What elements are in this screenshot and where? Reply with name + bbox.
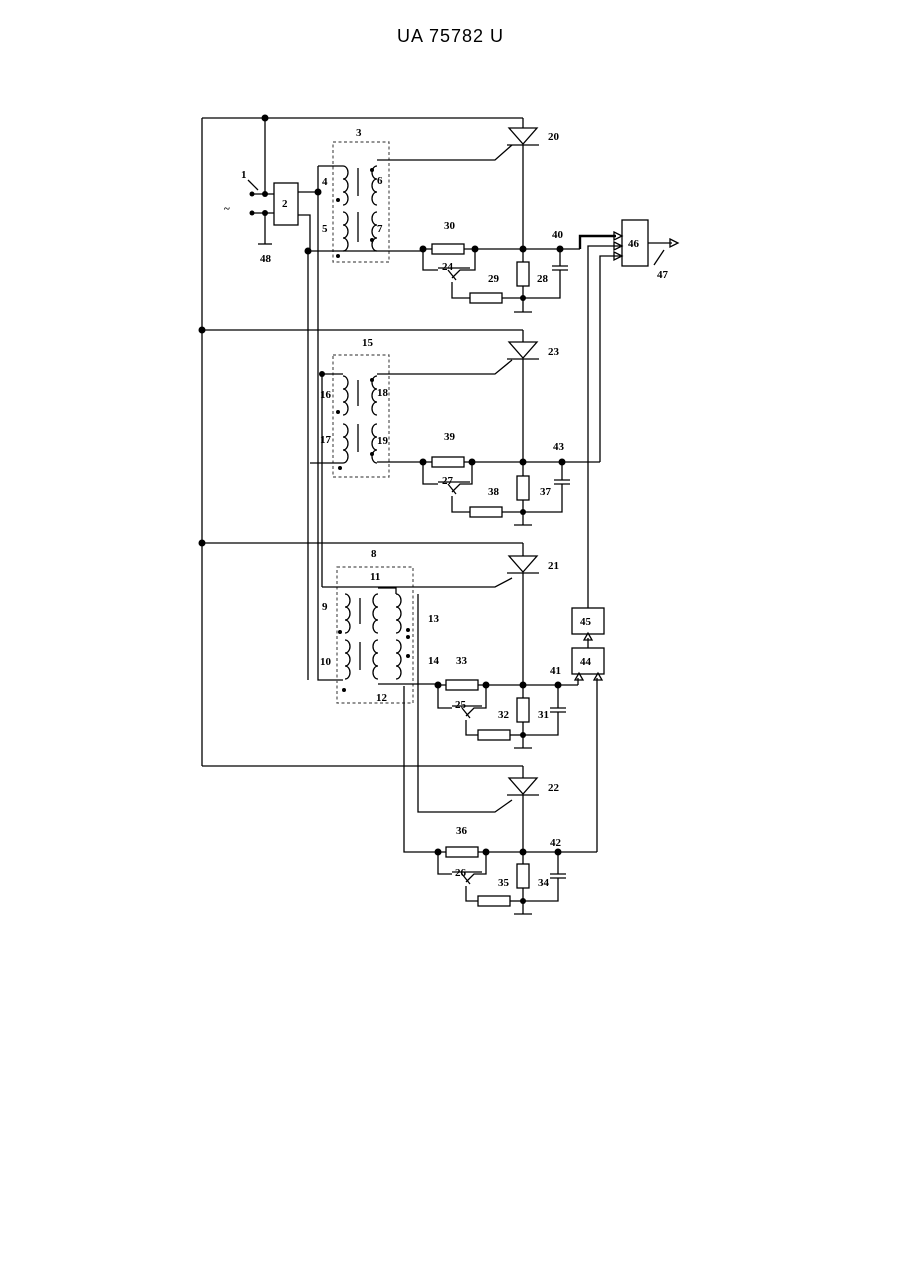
svg-text:4: 4 — [322, 176, 328, 188]
svg-text:48: 48 — [260, 253, 272, 265]
svg-text:12: 12 — [376, 692, 388, 704]
svg-text:33: 33 — [456, 655, 468, 667]
svg-text:6: 6 — [377, 175, 383, 187]
transformer-3: 3 4 5 6 7 — [308, 127, 512, 680]
channel-middle: 23 39 27 38 37 43 — [420, 330, 601, 525]
svg-text:15: 15 — [362, 337, 374, 349]
svg-text:20: 20 — [548, 131, 560, 143]
svg-text:34: 34 — [538, 877, 550, 889]
svg-text:18: 18 — [377, 387, 389, 399]
svg-text:21: 21 — [548, 560, 559, 572]
svg-text:42: 42 — [550, 837, 562, 849]
svg-text:25: 25 — [455, 699, 467, 711]
svg-text:41: 41 — [550, 665, 561, 677]
svg-text:22: 22 — [548, 782, 560, 794]
svg-text:30: 30 — [444, 220, 456, 232]
channel-bottom: 22 36 26 35 34 42 — [435, 766, 598, 914]
transformer-15: 15 16 17 18 19 — [310, 337, 512, 477]
svg-text:43: 43 — [553, 441, 565, 453]
svg-text:13: 13 — [428, 613, 440, 625]
transformer-8: 8 11 12 13 14 9 10 — [320, 374, 512, 852]
logic-blocks: 44 45 46 47 — [572, 220, 678, 852]
svg-text:47: 47 — [657, 269, 669, 281]
svg-text:23: 23 — [548, 346, 560, 358]
svg-text:45: 45 — [580, 616, 592, 628]
svg-text:24: 24 — [442, 261, 454, 273]
svg-text:46: 46 — [628, 238, 640, 250]
svg-text:1: 1 — [241, 169, 247, 181]
svg-text:19: 19 — [377, 435, 389, 447]
svg-text:39: 39 — [444, 431, 456, 443]
svg-text:40: 40 — [552, 229, 564, 241]
svg-text:38: 38 — [488, 486, 500, 498]
svg-text:36: 36 — [456, 825, 468, 837]
svg-text:14: 14 — [428, 655, 440, 667]
svg-text:26: 26 — [455, 867, 467, 879]
channel-top: 20 30 24 29 28 — [420, 118, 581, 312]
svg-text:10: 10 — [320, 656, 332, 668]
svg-text:31: 31 — [538, 709, 549, 721]
ac-symbol: ~ — [224, 203, 230, 215]
svg-text:28: 28 — [537, 273, 549, 285]
main-bus — [199, 115, 524, 767]
svg-text:44: 44 — [580, 656, 592, 668]
svg-text:9: 9 — [322, 601, 328, 613]
svg-text:7: 7 — [377, 223, 383, 235]
svg-text:11: 11 — [370, 571, 380, 583]
svg-text:27: 27 — [442, 475, 454, 487]
svg-text:5: 5 — [322, 223, 328, 235]
svg-text:35: 35 — [498, 877, 510, 889]
svg-text:32: 32 — [498, 709, 510, 721]
svg-text:29: 29 — [488, 273, 500, 285]
channel-lower: 21 33 25 32 31 41 — [435, 543, 579, 748]
input-section: ~ 2 48 1 — [224, 169, 322, 265]
svg-text:3: 3 — [356, 127, 362, 139]
svg-text:2: 2 — [282, 198, 288, 210]
svg-text:8: 8 — [371, 548, 377, 560]
svg-text:37: 37 — [540, 486, 552, 498]
